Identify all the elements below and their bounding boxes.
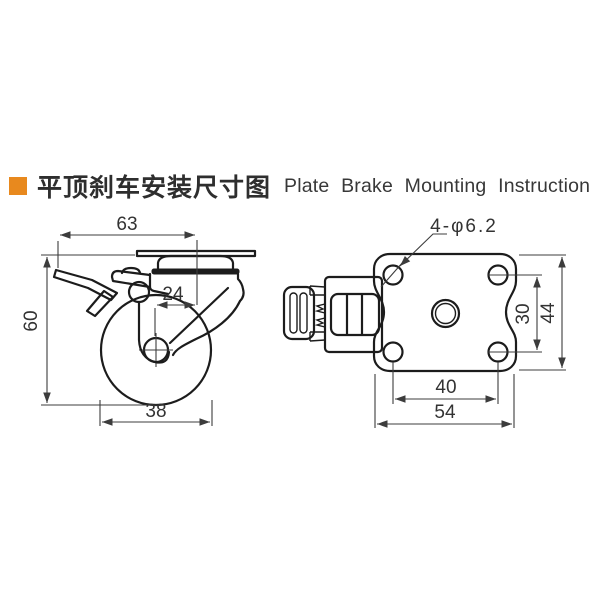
brake-lever xyxy=(52,268,119,302)
dimension-24: 24 xyxy=(154,284,195,336)
dim-24-label: 24 xyxy=(162,284,184,305)
plate-plan-view: 4-φ6.2 30 44 40 xyxy=(282,216,566,428)
spring-clip-1 xyxy=(314,303,326,314)
brake-window xyxy=(329,292,381,337)
orange-bullet-square xyxy=(9,177,27,195)
swivel-dome xyxy=(156,254,235,271)
pedal-slot-1 xyxy=(289,292,298,334)
hole-callout-label: 4-φ6.2 xyxy=(430,216,498,237)
dimension-60: 60 xyxy=(21,254,162,406)
mounting-plate-outline xyxy=(372,252,518,373)
section-title: 平顶刹车安装尺寸图 Plate Brake Mounting Instructi… xyxy=(9,168,590,204)
dimension-40: 40 xyxy=(392,362,499,404)
title-chinese: 平顶刹车安装尺寸图 xyxy=(37,174,272,202)
fork-head-right xyxy=(236,272,245,303)
caster-side-view: 63 60 24 38 xyxy=(21,214,257,426)
kingpin-hole-outer xyxy=(430,298,461,329)
fork-leg-left-edge xyxy=(137,300,171,364)
brake-bracket xyxy=(323,275,384,354)
dim-60-label: 60 xyxy=(21,310,42,331)
brake-release-pin xyxy=(85,289,115,318)
pedal-bottom-tab xyxy=(309,331,326,342)
dimension-44: 44 xyxy=(519,254,566,371)
kingpin-hole-inner xyxy=(434,302,457,325)
spring-clip-2 xyxy=(314,317,326,328)
brake-housing xyxy=(110,269,152,289)
bolt-hole-top-left xyxy=(382,264,404,286)
dim-63-label: 63 xyxy=(116,214,137,235)
title-english: Plate Brake Mounting Instruction xyxy=(284,174,591,197)
fork-leg-inner-edge xyxy=(168,286,230,345)
dim-40-label: 40 xyxy=(435,377,456,398)
pedal-slot-2 xyxy=(299,292,308,334)
fork-leg-outer-edge xyxy=(171,299,242,357)
dimension-38: 38 xyxy=(99,400,213,426)
dim-54-label: 54 xyxy=(434,402,456,423)
dimension-30: 30 xyxy=(488,274,542,353)
pedal-pad xyxy=(282,285,316,341)
raceway-band xyxy=(151,268,240,275)
dimension-54: 54 xyxy=(374,374,515,428)
pedal-top-tab xyxy=(309,285,326,296)
dim-30-label: 30 xyxy=(513,303,534,324)
dim-44-label: 44 xyxy=(538,302,559,324)
lever-mount-tab xyxy=(120,266,142,275)
bolt-hole-bottom-left xyxy=(382,341,404,363)
dim-38-label: 38 xyxy=(145,401,166,422)
hole-callout: 4-φ6.2 xyxy=(380,216,498,288)
